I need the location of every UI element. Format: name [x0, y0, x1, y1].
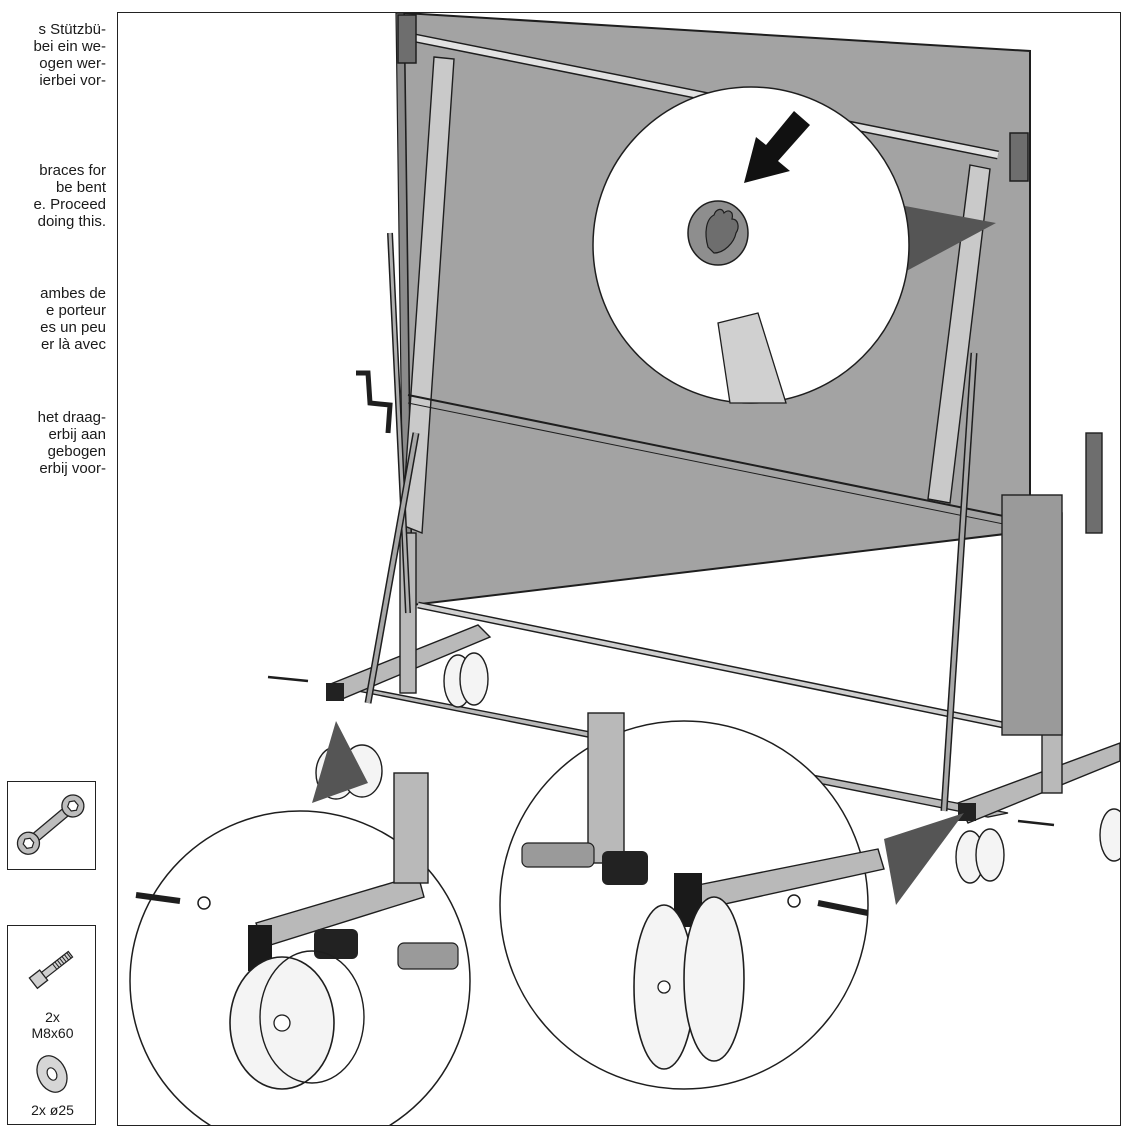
wheel-pair-back [443, 652, 489, 708]
detail-circle-right-wheel [499, 712, 885, 1090]
washer-label: 2x ø25 [31, 1102, 74, 1118]
bolt-size-label: M8x60 [31, 1025, 74, 1041]
assembly-illustration [117, 12, 1121, 1126]
instruction-text-de: s Stützbü- bei ein we- ogen wer- ierbei … [33, 21, 106, 89]
washer-icon [36, 1055, 68, 1093]
detail-circle-lock [592, 86, 910, 404]
base-right-rail [957, 742, 1120, 824]
right-lock-mechanism [1001, 494, 1063, 736]
wheel-far-right [1099, 808, 1120, 862]
bolt-quantity: 2x [45, 1009, 60, 1025]
instruction-text-fr: ambes de e porteur es un peu er là avec [40, 285, 106, 353]
left-upright [401, 56, 455, 535]
tool-box [7, 781, 96, 870]
bolt-icon [28, 950, 74, 990]
pointer-beam-left [312, 721, 368, 803]
right-upright [927, 164, 991, 504]
pointer-beam-right [884, 813, 964, 905]
assembly-drawing [129, 13, 1120, 1125]
top-left-clamp [397, 14, 417, 64]
wheel-pair-right [955, 828, 1005, 884]
arrow-icon [744, 111, 810, 183]
parts-box: 2x M8x60 2x ø25 [7, 925, 96, 1125]
wrench-icon [16, 794, 85, 855]
detail-circle-left-wheel [129, 772, 471, 1125]
instruction-text-column: s Stützbü- bei ein we- ogen wer- ierbei … [0, 0, 108, 1132]
instruction-text-nl: het draag- erbij aan gebogen erbij voor- [37, 409, 106, 477]
instruction-text-en: braces for be bent e. Proceed doing this… [33, 162, 106, 230]
top-right-clamp [1009, 132, 1029, 182]
